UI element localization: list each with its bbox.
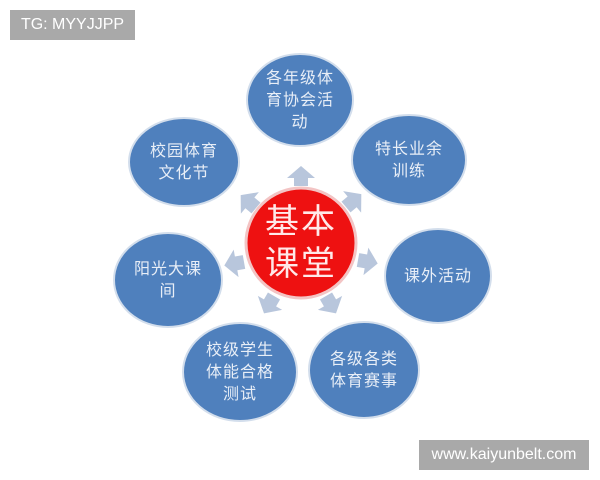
arrow-up-icon: [287, 166, 315, 186]
watermark-bottom-right: www.kaiyunbelt.com: [419, 440, 589, 470]
node-lower-left-label: 校级学生 体能合格 测试: [205, 340, 274, 403]
arrow-right-icon: [355, 246, 381, 278]
center-label: 基本 课堂: [265, 202, 337, 284]
node-upper-right-shape: [351, 114, 467, 206]
node-lower-right-label: 各级各类 体育赛事: [329, 349, 398, 390]
node-left-shape: [113, 232, 223, 328]
node-top-label: 各年级体 育协会活 动: [265, 68, 334, 131]
arrow-left-icon: [221, 248, 247, 280]
node-left-label: 阳光大课 间: [133, 259, 202, 300]
node-upper-right-label: 特长业余 训练: [374, 139, 443, 180]
node-lower-right-shape: [308, 321, 420, 419]
node-right-shape: [384, 228, 492, 324]
node-top-shape: [246, 53, 354, 147]
center-circle-shape: [244, 186, 358, 300]
node-lower-left-shape: [182, 322, 298, 422]
watermark-top-left: TG: MYYJJPP: [10, 10, 135, 40]
node-upper-left-label: 校园体育 文化节: [149, 141, 218, 182]
node-right-label: 课外活动: [403, 266, 472, 285]
node-upper-left-shape: [128, 117, 240, 207]
